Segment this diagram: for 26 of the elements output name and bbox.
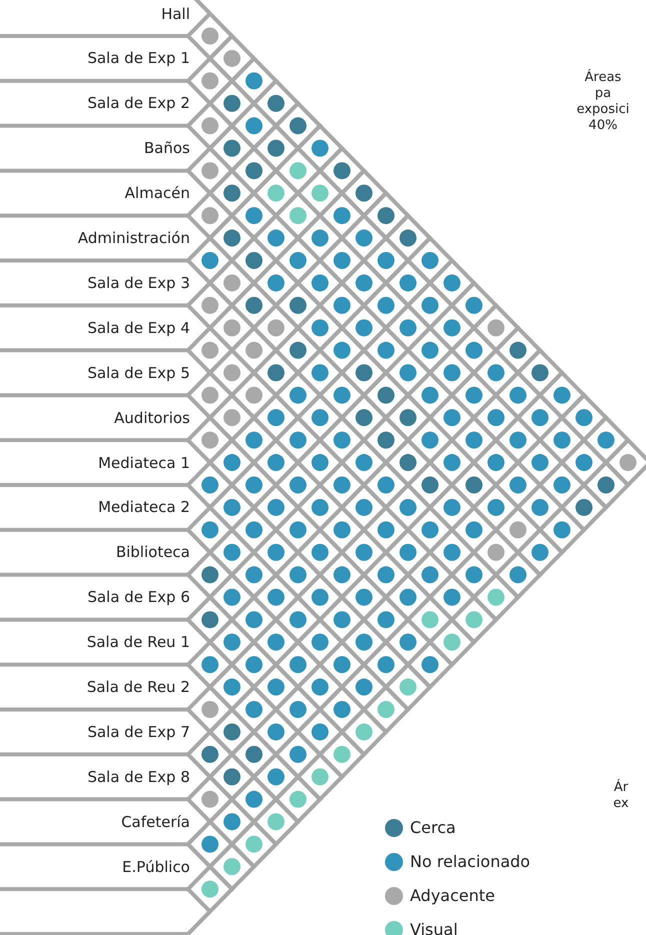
room-label: Sala de Exp 4 <box>87 318 190 337</box>
room-label: Sala de Exp 1 <box>87 49 190 68</box>
legend-label: Adyacente <box>410 886 495 906</box>
room-label: Auditorios <box>114 408 190 427</box>
room-label: Sala de Exp 6 <box>87 588 190 606</box>
room-label: Mediateca 1 <box>98 454 190 472</box>
room-label: Cafetería <box>121 812 190 831</box>
room-label: Sala de Exp 5 <box>87 364 190 382</box>
legend-label: Visual <box>410 920 458 935</box>
note-text: Ár ex <box>612 780 630 812</box>
legend-label: Cerca <box>410 818 456 838</box>
note-text: Áreas pa exposici 40% <box>576 70 630 134</box>
room-label: E.Público <box>122 858 190 876</box>
room-label: Sala de Reu 2 <box>86 678 190 696</box>
room-label: Sala de Exp 7 <box>87 722 190 741</box>
room-label: Biblioteca <box>116 543 190 562</box>
room-label: Sala de Exp 8 <box>87 768 190 786</box>
legend-label: No relacionado <box>410 852 530 872</box>
room-label: Sala de Exp 2 <box>87 94 190 112</box>
room-label: Sala de Reu 1 <box>86 633 190 652</box>
room-label: Administración <box>78 229 190 248</box>
room-label: Baños <box>144 139 190 158</box>
room-label: Sala de Exp 3 <box>87 274 190 292</box>
room-label: Hall <box>161 4 190 23</box>
room-label: Mediateca 2 <box>98 498 190 516</box>
room-label: Almacén <box>124 184 190 202</box>
